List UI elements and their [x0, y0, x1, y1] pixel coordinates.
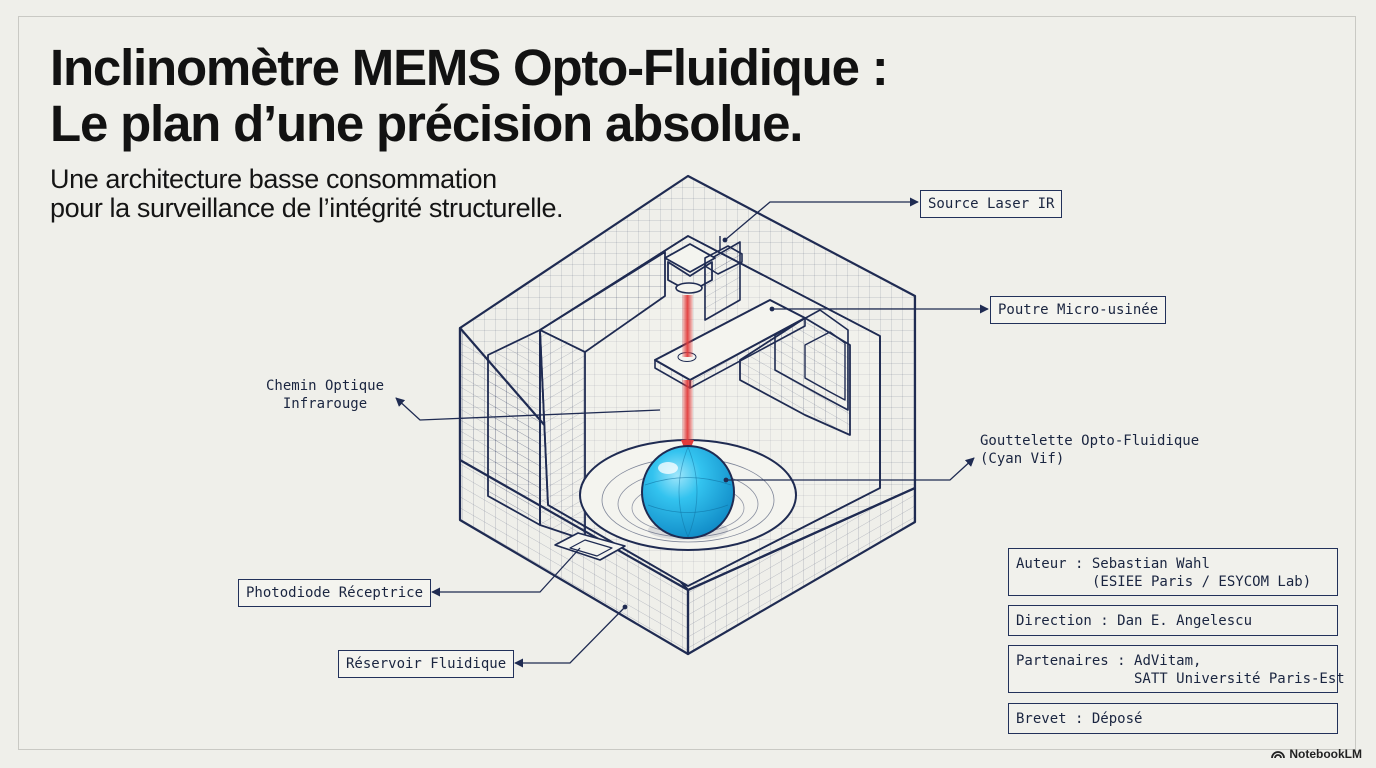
info-direction: Direction : Dan E. Angelescu [1008, 605, 1338, 636]
partners-value-2: SATT Université Paris-Est [1134, 671, 1345, 687]
label-droplet: Gouttelette Opto-Fluidique (Cyan Vif) [980, 432, 1199, 468]
label-optical-path-line-1: Chemin Optique [266, 378, 385, 394]
label-photodiode: Photodiode Réceptrice [238, 579, 432, 607]
author-affiliation: (ESIEE Paris / ESYCOM Lab) [1092, 574, 1312, 590]
leader-droplet [726, 457, 975, 481]
watermark-text: NotebookLM [1289, 747, 1362, 761]
author-key: Auteur [1016, 556, 1067, 572]
direction-key: Direction [1016, 613, 1092, 629]
direction-value: Dan E. Angelescu [1117, 613, 1253, 629]
page-subtitle: Une architecture basse consommation pour… [50, 164, 564, 223]
leader-lines [395, 197, 989, 668]
info-patent: Brevet : Déposé [1008, 703, 1338, 734]
label-optical-path-line-2: Infrarouge [282, 396, 368, 412]
info-author: Auteur : Sebastian Wahl (ESIEE Paris / E… [1008, 548, 1338, 596]
label-droplet-line-1: Gouttelette Opto-Fluidique [980, 433, 1200, 449]
label-reservoir: Réservoir Fluidique [338, 650, 515, 678]
leader-reservoir [514, 606, 626, 668]
label-micro-beam: Poutre Micro-usinée [990, 296, 1167, 324]
partners-value-1: AdVitam, [1134, 653, 1202, 669]
label-optical-path: Chemin Optique Infrarouge [266, 377, 384, 413]
notebooklm-logo-icon [1271, 751, 1286, 759]
leader-laser [724, 197, 919, 241]
label-laser-source: Source Laser IR [920, 190, 1063, 218]
title-line-1: Inclinomètre MEMS Opto-Fluidique : [50, 39, 889, 96]
patent-value: Déposé [1091, 711, 1143, 727]
subtitle-line-1: Une architecture basse consommation [50, 164, 497, 194]
patent-key: Brevet [1016, 711, 1067, 727]
info-partners: Partenaires : AdVitam, SATT Université P… [1008, 645, 1345, 693]
notebooklm-watermark: NotebookLM [1271, 747, 1362, 761]
page-title: Inclinomètre MEMS Opto-Fluidique : Le pl… [50, 39, 889, 152]
subtitle-line-2: pour la surveillance de l’intégrité stru… [50, 193, 564, 223]
opto-fluidic-droplet [641, 445, 735, 540]
partners-key: Partenaires [1016, 653, 1109, 669]
leader-photodiode [431, 547, 581, 597]
leader-optical-path [395, 397, 661, 421]
title-line-2: Le plan d’une précision absolue. [50, 95, 803, 152]
author-value: Sebastian Wahl [1091, 556, 1210, 572]
page-frame [18, 16, 1356, 750]
label-droplet-line-2: (Cyan Vif) [980, 451, 1065, 467]
